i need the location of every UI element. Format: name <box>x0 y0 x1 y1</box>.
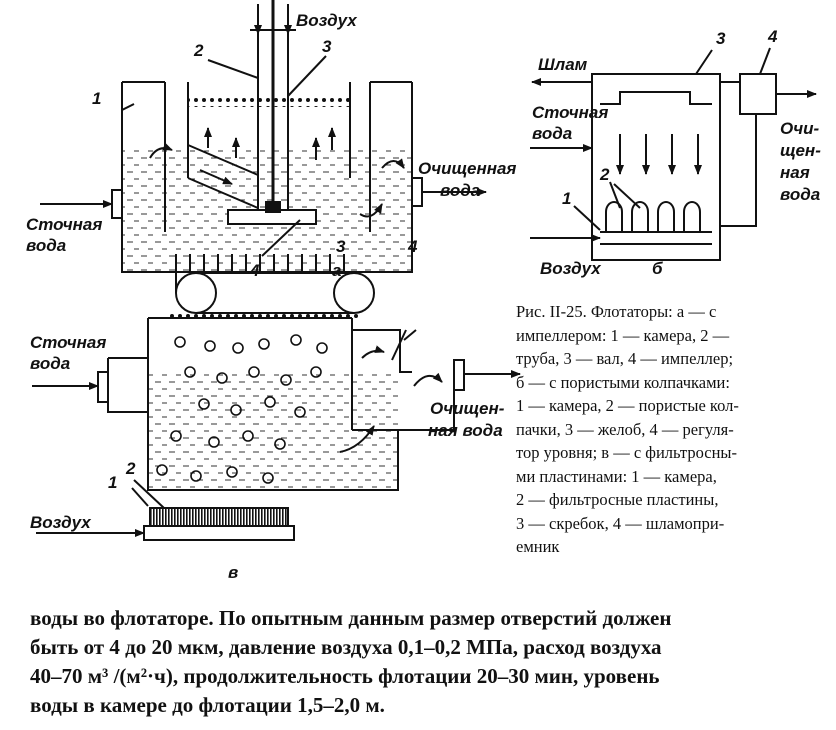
figure-a <box>40 0 487 273</box>
body-paragraph: воды во флотаторе. По опытным данным раз… <box>30 604 820 720</box>
fig-a-num-2: 2 <box>193 41 204 60</box>
body-line: быть от 4 до 20 мкм, давление воздуха 0,… <box>30 635 662 659</box>
fig-b-clean-label-3: ная <box>780 163 810 182</box>
fig-v-num-3: 3 <box>336 237 346 256</box>
caption-line: 1 — камера, 2 — пористые кол- <box>516 396 739 415</box>
fig-a-clean-label-1: Очищенная <box>418 159 516 178</box>
fig-v-clean-label-1: Очищен- <box>430 399 505 418</box>
caption-line: 2 — фильтросные пластины, <box>516 490 719 509</box>
caption-line: пачки, 3 — желоб, 4 — регуля- <box>516 419 734 439</box>
fig-v-num-4: 4 <box>407 237 418 256</box>
caption-line: Рис. II-25. Флотаторы: а — с <box>516 302 717 321</box>
body-line: воды в камере до флотации 1,5–2,0 м. <box>30 693 385 717</box>
fig-a-wastewater-label-1: Сточная <box>26 215 102 234</box>
fig-b-sludge-label: Шлам <box>538 55 588 74</box>
fig-a-num-1: 1 <box>92 89 101 108</box>
fig-a-wastewater-label-2: вода <box>26 236 66 255</box>
fig-b-num-4: 4 <box>767 27 778 46</box>
fig-v-wastewater-label-2: вода <box>30 354 70 373</box>
fig-a-num-3: 3 <box>322 37 332 56</box>
fig-a-num-4: 4 <box>249 261 260 280</box>
fig-b-num-2: 2 <box>599 165 610 184</box>
fig-v-num-1: 1 <box>108 473 117 492</box>
caption-line: 3 — скребок, 4 — шламопри- <box>516 513 725 533</box>
figure-v <box>32 254 521 541</box>
figure-v-labels: Сточная вода Воздух Очищен- ная вода 1 2… <box>30 237 505 582</box>
fig-b-wastewater-label-1: Сточная <box>532 103 608 122</box>
fig-a-clean-label-2: вода <box>440 181 480 200</box>
figure-caption: Рис. II-25. Флотаторы: а — с импеллером:… <box>516 300 828 559</box>
fig-v-wastewater-label-1: Сточная <box>30 333 106 352</box>
figure-a-labels: Воздух Сточная вода Очищенная вода 1 2 3… <box>26 11 516 280</box>
figure-b <box>530 47 817 261</box>
fig-v-clean-label-2: ная вода <box>428 421 503 440</box>
fig-b-num-3: 3 <box>716 29 726 48</box>
fig-b-wastewater-label-2: вода <box>532 124 572 143</box>
fig-a-air-label: Воздух <box>296 11 358 30</box>
body-line: 40–70 м³ /(м²·ч), продолжительность флот… <box>30 664 660 688</box>
caption-line: ми пластинами: 1 — камера, <box>516 466 717 486</box>
caption-line: емник <box>516 537 560 556</box>
caption-line: б — с пористыми колпачками: <box>516 372 730 392</box>
fig-v-air-label: Воздух <box>30 513 92 532</box>
fig-b-num-1: 1 <box>562 189 571 208</box>
fig-b-clean-label-4: вода <box>780 185 820 204</box>
caption-line: труба, 3 — вал, 4 — импеллер; <box>516 349 734 368</box>
fig-b-clean-label-1: Очи- <box>780 119 820 138</box>
figures-drawing: Воздух Сточная вода Очищенная вода 1 2 3… <box>26 0 821 582</box>
fig-v-letter: в <box>228 563 238 582</box>
fig-b-letter: б <box>652 259 663 278</box>
body-line: воды во флотаторе. По опытным данным раз… <box>30 606 672 630</box>
figure-b-labels: Шлам Сточная вода Воздух Очи- щен- ная в… <box>532 27 821 278</box>
fig-a-letter: а <box>332 261 341 280</box>
fig-v-num-2: 2 <box>125 459 136 478</box>
fig-b-air-label: Воздух <box>540 259 602 278</box>
fig-b-clean-label-2: щен- <box>780 141 821 160</box>
caption-line: импеллером: 1 — камера, 2 — <box>516 325 730 345</box>
caption-line: тор уровня; в — с фильтросны- <box>516 443 737 462</box>
